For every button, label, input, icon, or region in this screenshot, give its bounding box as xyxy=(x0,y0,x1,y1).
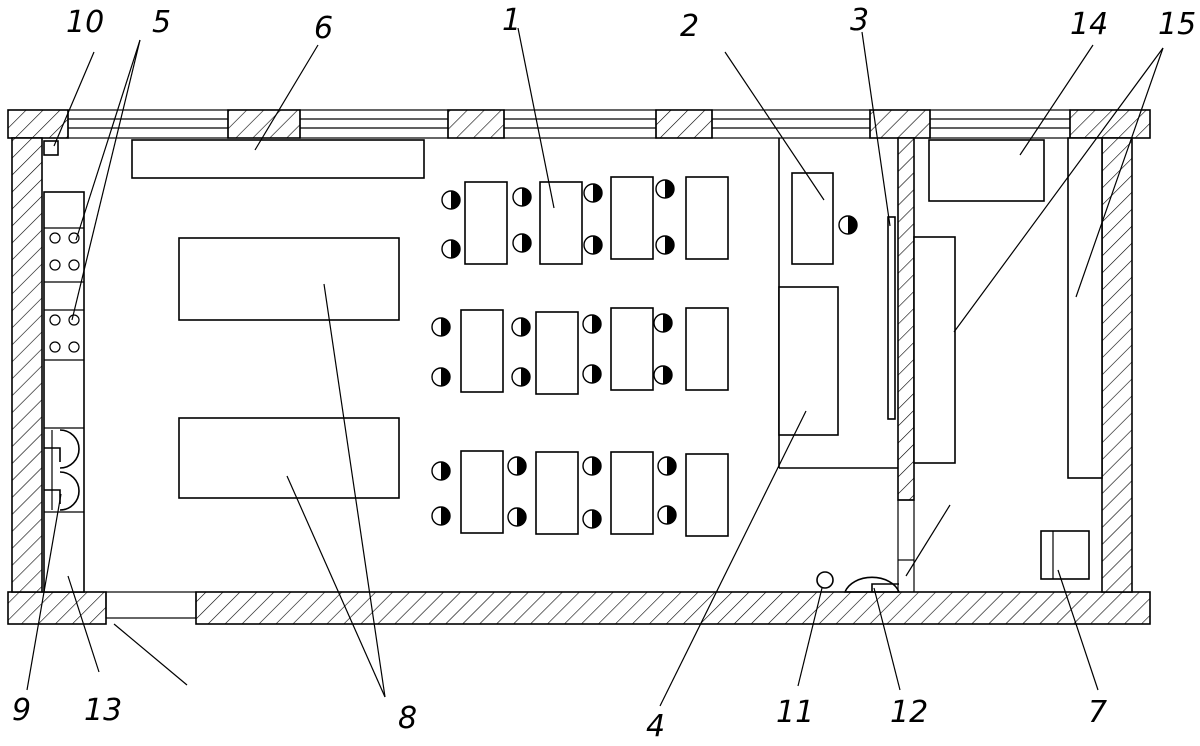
callout-2: 2 xyxy=(680,9,699,44)
callout-12: 12 xyxy=(890,695,928,730)
service-zone xyxy=(778,138,914,592)
top-wall-pier-1 xyxy=(227,109,301,139)
callout-10: 10 xyxy=(66,5,104,40)
stove-burners-2 xyxy=(49,314,80,353)
partition-3 xyxy=(887,216,896,420)
top-wall-pier-2 xyxy=(447,109,505,139)
top-wall-pier-3 xyxy=(655,109,713,139)
dining-tables xyxy=(460,176,729,537)
chair-icon xyxy=(582,456,602,476)
walls xyxy=(7,109,1151,625)
chair-icon xyxy=(838,215,858,235)
partition-wall xyxy=(897,137,915,501)
cabinet-14 xyxy=(928,139,1045,202)
counter-strip xyxy=(43,191,85,593)
chair-icon xyxy=(431,367,451,387)
chair-icon xyxy=(431,317,451,337)
chair-icon xyxy=(431,506,451,526)
chair-icon xyxy=(583,235,603,255)
main-hall-furniture xyxy=(131,139,425,499)
chairs xyxy=(431,179,858,529)
callout-9: 9 xyxy=(12,693,31,728)
chair-icon xyxy=(583,183,603,203)
dining-table xyxy=(464,181,508,265)
bottom-wall-left xyxy=(7,591,107,625)
cash-desk-2 xyxy=(791,172,834,265)
callout-4: 4 xyxy=(646,709,665,744)
chair-icon xyxy=(507,507,527,527)
chair-icon xyxy=(582,364,602,384)
chair-icon xyxy=(657,505,677,525)
chair-icon xyxy=(655,179,675,199)
chair-icon xyxy=(582,314,602,334)
chair-icon xyxy=(511,367,531,387)
callout-5: 5 xyxy=(152,5,171,40)
chair-icon xyxy=(653,365,673,385)
callout-13: 13 xyxy=(84,693,122,728)
bottom-door-opening xyxy=(105,591,197,619)
callout-1: 1 xyxy=(502,3,521,38)
chair-icon xyxy=(653,313,673,333)
counter-4 xyxy=(778,286,839,436)
left-wall xyxy=(11,137,43,593)
dining-table xyxy=(685,453,729,537)
chair-icon xyxy=(512,187,532,207)
table-8-lower xyxy=(178,417,400,499)
chair-icon xyxy=(512,233,532,253)
window-1 xyxy=(67,109,229,139)
dining-table xyxy=(460,309,504,393)
callout-3: 3 xyxy=(850,3,869,38)
bottom-wall-main xyxy=(195,591,1151,625)
dining-table xyxy=(535,451,579,535)
chair-icon xyxy=(657,456,677,476)
leader-lines xyxy=(26,27,1164,707)
callout-labels: 10 5 6 1 2 3 14 15 9 13 8 4 11 12 7 xyxy=(12,3,1196,744)
items-11-12 xyxy=(816,571,901,593)
rack-15-left xyxy=(913,236,956,464)
callout-6: 6 xyxy=(314,11,333,46)
windows xyxy=(67,109,1071,619)
dining-table xyxy=(610,176,654,260)
chair-icon xyxy=(507,456,527,476)
chair-icon xyxy=(511,317,531,337)
chair-icon xyxy=(582,509,602,529)
dining-table xyxy=(610,307,654,391)
dining-table xyxy=(539,181,583,265)
chair-icon xyxy=(441,190,461,210)
window-3 xyxy=(503,109,657,139)
chair-icon xyxy=(441,239,461,259)
counter-6 xyxy=(131,139,425,179)
callout-15: 15 xyxy=(1158,7,1196,42)
callout-11: 11 xyxy=(776,695,814,730)
callout-8: 8 xyxy=(398,701,417,736)
chair-icon xyxy=(655,235,675,255)
top-wall-right xyxy=(1069,109,1151,139)
rack-15-right xyxy=(1067,137,1103,479)
unit-7 xyxy=(1040,530,1090,580)
window-5 xyxy=(929,109,1071,139)
kitchen-line xyxy=(43,140,85,593)
table-8-upper xyxy=(178,237,400,321)
stove-burners-1 xyxy=(49,232,80,271)
dining-table xyxy=(610,451,654,535)
dining-table xyxy=(460,450,504,534)
fixture-12 xyxy=(843,576,901,593)
right-room-furniture xyxy=(913,137,1103,592)
item-10-box xyxy=(43,140,59,156)
post-11 xyxy=(816,571,834,589)
dining-table xyxy=(685,176,729,260)
sinks xyxy=(44,429,80,511)
right-wall xyxy=(1101,137,1133,593)
top-wall-pier-4 xyxy=(869,109,931,139)
dining-table xyxy=(685,307,729,391)
window-2 xyxy=(299,109,449,139)
chair-icon xyxy=(431,461,451,481)
window-4 xyxy=(711,109,871,139)
callout-7: 7 xyxy=(1088,695,1107,730)
dining-table xyxy=(535,311,579,395)
callout-14: 14 xyxy=(1070,7,1108,42)
